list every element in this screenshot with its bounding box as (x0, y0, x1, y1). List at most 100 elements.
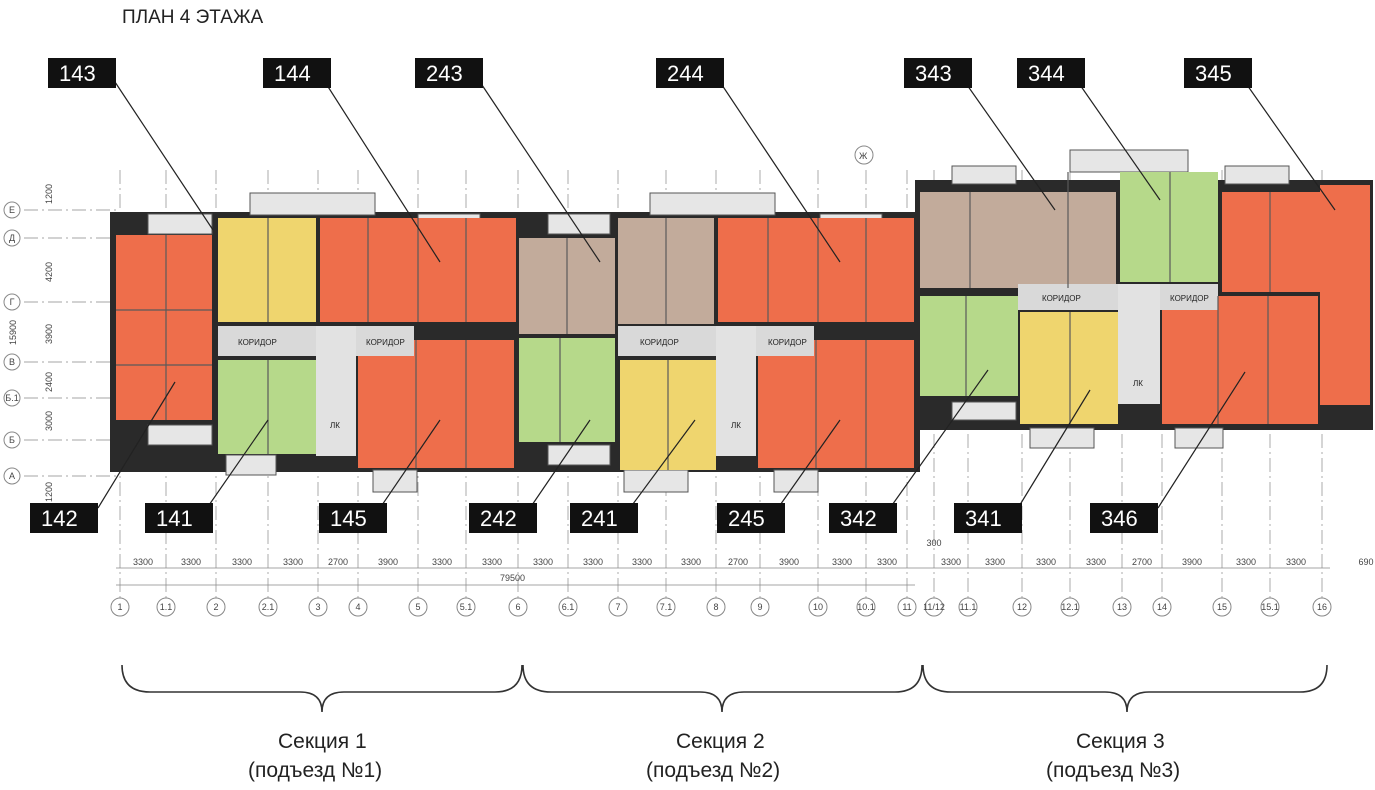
interior-partitions (116, 172, 1271, 470)
apartment-242 (519, 338, 615, 442)
column-dimension: 3900 (779, 557, 799, 567)
axis-bubble (308, 597, 328, 617)
apartment-label-box (717, 503, 785, 533)
apartment-label: 141 (156, 506, 193, 531)
axis-bubble (206, 597, 226, 617)
apartment-label-box (904, 58, 972, 88)
apartment-label: 144 (274, 61, 311, 86)
apartment-label: 346 (1101, 506, 1138, 531)
apartment-label: 342 (840, 506, 877, 531)
column-dimension: 3300 (283, 557, 303, 567)
axis-bubble (1152, 597, 1172, 617)
row-dimension: 1200 (44, 482, 54, 502)
row-dimension: 3000 (44, 411, 54, 431)
axis-label: 11 (902, 602, 911, 612)
apartment-label: 345 (1195, 61, 1232, 86)
row-dimension: 3900 (44, 324, 54, 344)
axis-bubble (958, 597, 978, 617)
section-1-entrance: (подъезд №1) (248, 759, 382, 782)
apartment-label: 145 (330, 506, 367, 531)
column-dimension: 3300 (1086, 557, 1106, 567)
axis-label: 15 (1217, 602, 1227, 612)
column-dimension: 3300 (941, 557, 961, 567)
apartment-label: 244 (667, 61, 704, 86)
axis-bubble (3, 431, 21, 449)
balcony (225, 454, 277, 476)
column-dimension: 3300 (681, 557, 701, 567)
apartment-143-142 (116, 235, 212, 420)
stair-core (1118, 284, 1160, 404)
column-dimension: 3300 (432, 557, 452, 567)
axis-label: Б (9, 435, 15, 445)
axis-bubble (1060, 597, 1080, 617)
balcony (773, 469, 819, 493)
balcony (249, 192, 376, 216)
balcony (147, 424, 213, 446)
column-dimension: 3300 (832, 557, 852, 567)
corridor-label: КОРИДОР (1042, 294, 1081, 303)
axis-label: 10.1 (857, 602, 875, 612)
section-2-title: Секция 2 (676, 730, 765, 753)
axis-bubble (897, 597, 917, 617)
column-dimension: 3300 (877, 557, 897, 567)
corridor-label: КОРИДОР (366, 338, 405, 347)
apartment-346 (1162, 296, 1318, 424)
axis-label: 12.1 (1061, 602, 1079, 612)
axis-label: 11.1 (960, 602, 977, 612)
balcony (649, 192, 776, 216)
axis-bubble (110, 597, 130, 617)
lk-label: ЛК (1133, 379, 1143, 388)
apartment-143 (218, 218, 316, 322)
axis-label: 9 (757, 602, 762, 612)
column-dimension: 3300 (1036, 557, 1056, 567)
apartment-label: 143 (59, 61, 96, 86)
axis-bubble (3, 229, 21, 247)
corridor-label: КОРИДОР (640, 338, 679, 347)
apartment-labels-bottom: 142 141 145 242 241 245 342 341 346 (30, 503, 1158, 533)
apartment-342 (920, 296, 1018, 396)
axis-label: 15.1 (1261, 602, 1279, 612)
axis-label: 6 (515, 602, 520, 612)
corridor-label: КОРИДОР (768, 338, 807, 347)
apartment-345-end (1320, 185, 1370, 405)
apartment-label-box (145, 503, 213, 533)
row-dimension: 4200 (44, 262, 54, 282)
axis-bubble (750, 597, 770, 617)
apartment-label-box (656, 58, 724, 88)
axis-bubble (1212, 597, 1232, 617)
axis-bubble (508, 597, 528, 617)
apartment-label-box (48, 58, 116, 88)
axis-bubble (3, 353, 21, 371)
apartment-label-box (415, 58, 483, 88)
column-dimension: 3300 (133, 557, 153, 567)
axis-label: Е (9, 205, 15, 215)
column-dimension: 3300 (232, 557, 252, 567)
axis-label: Д (9, 233, 15, 243)
row-grid-lines (24, 209, 116, 477)
axis-bubble (1312, 597, 1332, 617)
apartment-label-box (1184, 58, 1252, 88)
apartment-label-box (570, 503, 638, 533)
axis-bubble (258, 597, 278, 617)
axis-bubble (3, 389, 21, 407)
apartment-label: 344 (1028, 61, 1065, 86)
apartment-245 (758, 340, 914, 468)
axis-bubble (706, 597, 726, 617)
axis-bubble (856, 597, 876, 617)
apartment-141 (218, 360, 316, 454)
column-dimension: 3300 (533, 557, 553, 567)
balcony (147, 213, 213, 235)
axis-bubble (408, 597, 428, 617)
column-dimension: 3300 (985, 557, 1005, 567)
apartment-label: 245 (728, 506, 765, 531)
axis-label: 4 (355, 602, 360, 612)
column-dimension: 3300 (583, 557, 603, 567)
apartment-label-box (319, 503, 387, 533)
axis-label: 6.1 (562, 602, 575, 612)
axis-bubble (456, 597, 476, 617)
leader-lines (97, 81, 1336, 509)
axis-label: 14 (1157, 602, 1167, 612)
